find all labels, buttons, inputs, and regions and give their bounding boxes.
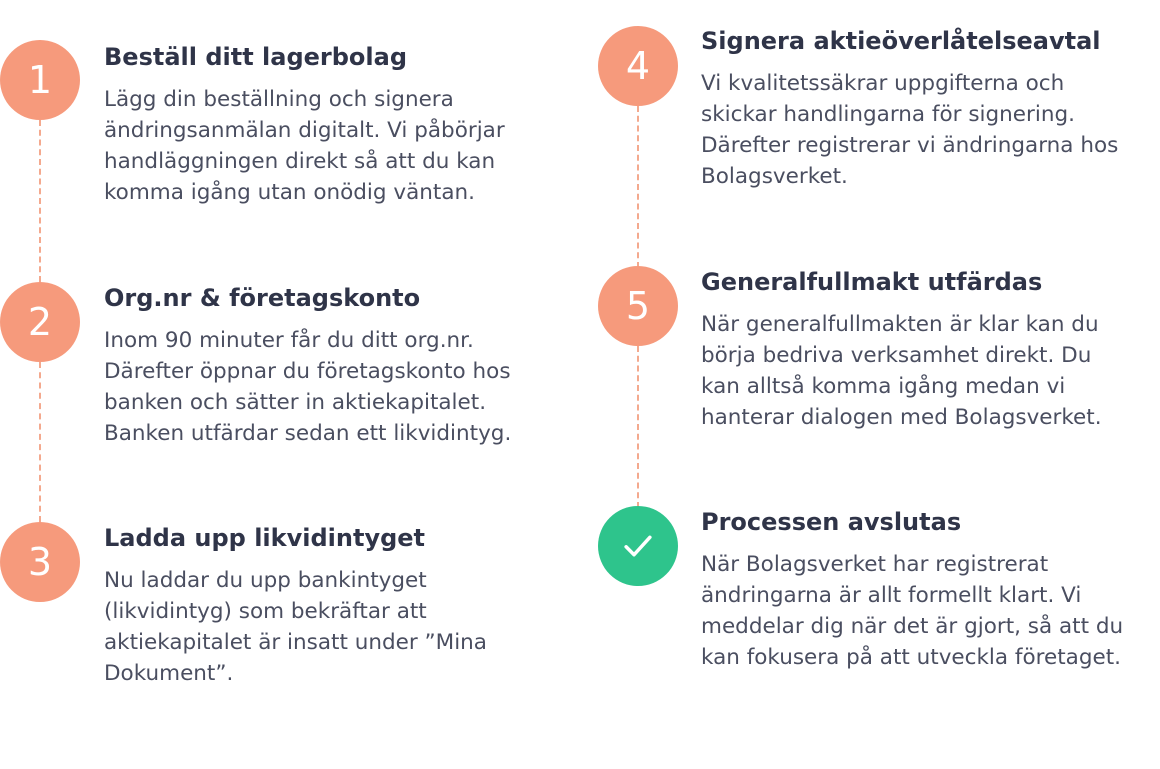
step-3: Ladda upp likvidintyget Nu laddar du upp… [104,523,574,689]
connector-line [637,346,639,508]
step-title: Beställ ditt lagerbolag [104,43,408,71]
step-number: 2 [27,300,53,344]
step-number-badge: 2 [0,282,80,362]
step-description: När generalfullmakten är klar kan du bör… [701,312,1102,430]
checkmark-icon [624,535,652,557]
step-number: 4 [625,44,651,88]
step-number-badge: 1 [0,40,80,120]
connector-line [39,362,41,522]
step-title: Generalfullmakt utfärdas [701,268,1043,296]
step-description: När Bolagsverket har registrerat ändring… [701,552,1124,670]
step-4: Signera aktieöverlåtelseavtal Vi kvalite… [701,26,1160,192]
step-6: Processen avslutas När Bolagsverket har … [701,507,1160,673]
step-title: Ladda upp likvidintyget [104,524,426,552]
step-title: Processen avslutas [701,508,962,536]
step-number-badge: 4 [598,26,678,106]
step-description: Lägg din beställning och signera ändring… [104,87,505,205]
step-number: 1 [27,58,53,102]
step-5: Generalfullmakt utfärdas När generalfull… [701,267,1160,433]
step-number: 5 [625,284,651,328]
step-number-badge: 3 [0,522,80,602]
step-description: Vi kvalitetssäkrar uppgifterna och skick… [701,71,1119,189]
step-number: 3 [27,540,53,584]
step-title: Signera aktieöverlåtelseavtal [701,27,1101,55]
step-description: Inom 90 minuter får du ditt org.nr. Däre… [104,328,512,446]
step-title: Org.nr & företagskonto [104,284,421,312]
step-description: Nu laddar du upp bankintyget (likvidinty… [104,568,487,686]
connector-line [39,120,41,282]
connector-line [637,106,639,268]
completed-badge [598,506,678,586]
step-1: Beställ ditt lagerbolag Lägg din beställ… [104,42,574,208]
step-number-badge: 5 [598,266,678,346]
step-2: Org.nr & företagskonto Inom 90 minuter f… [104,283,574,449]
